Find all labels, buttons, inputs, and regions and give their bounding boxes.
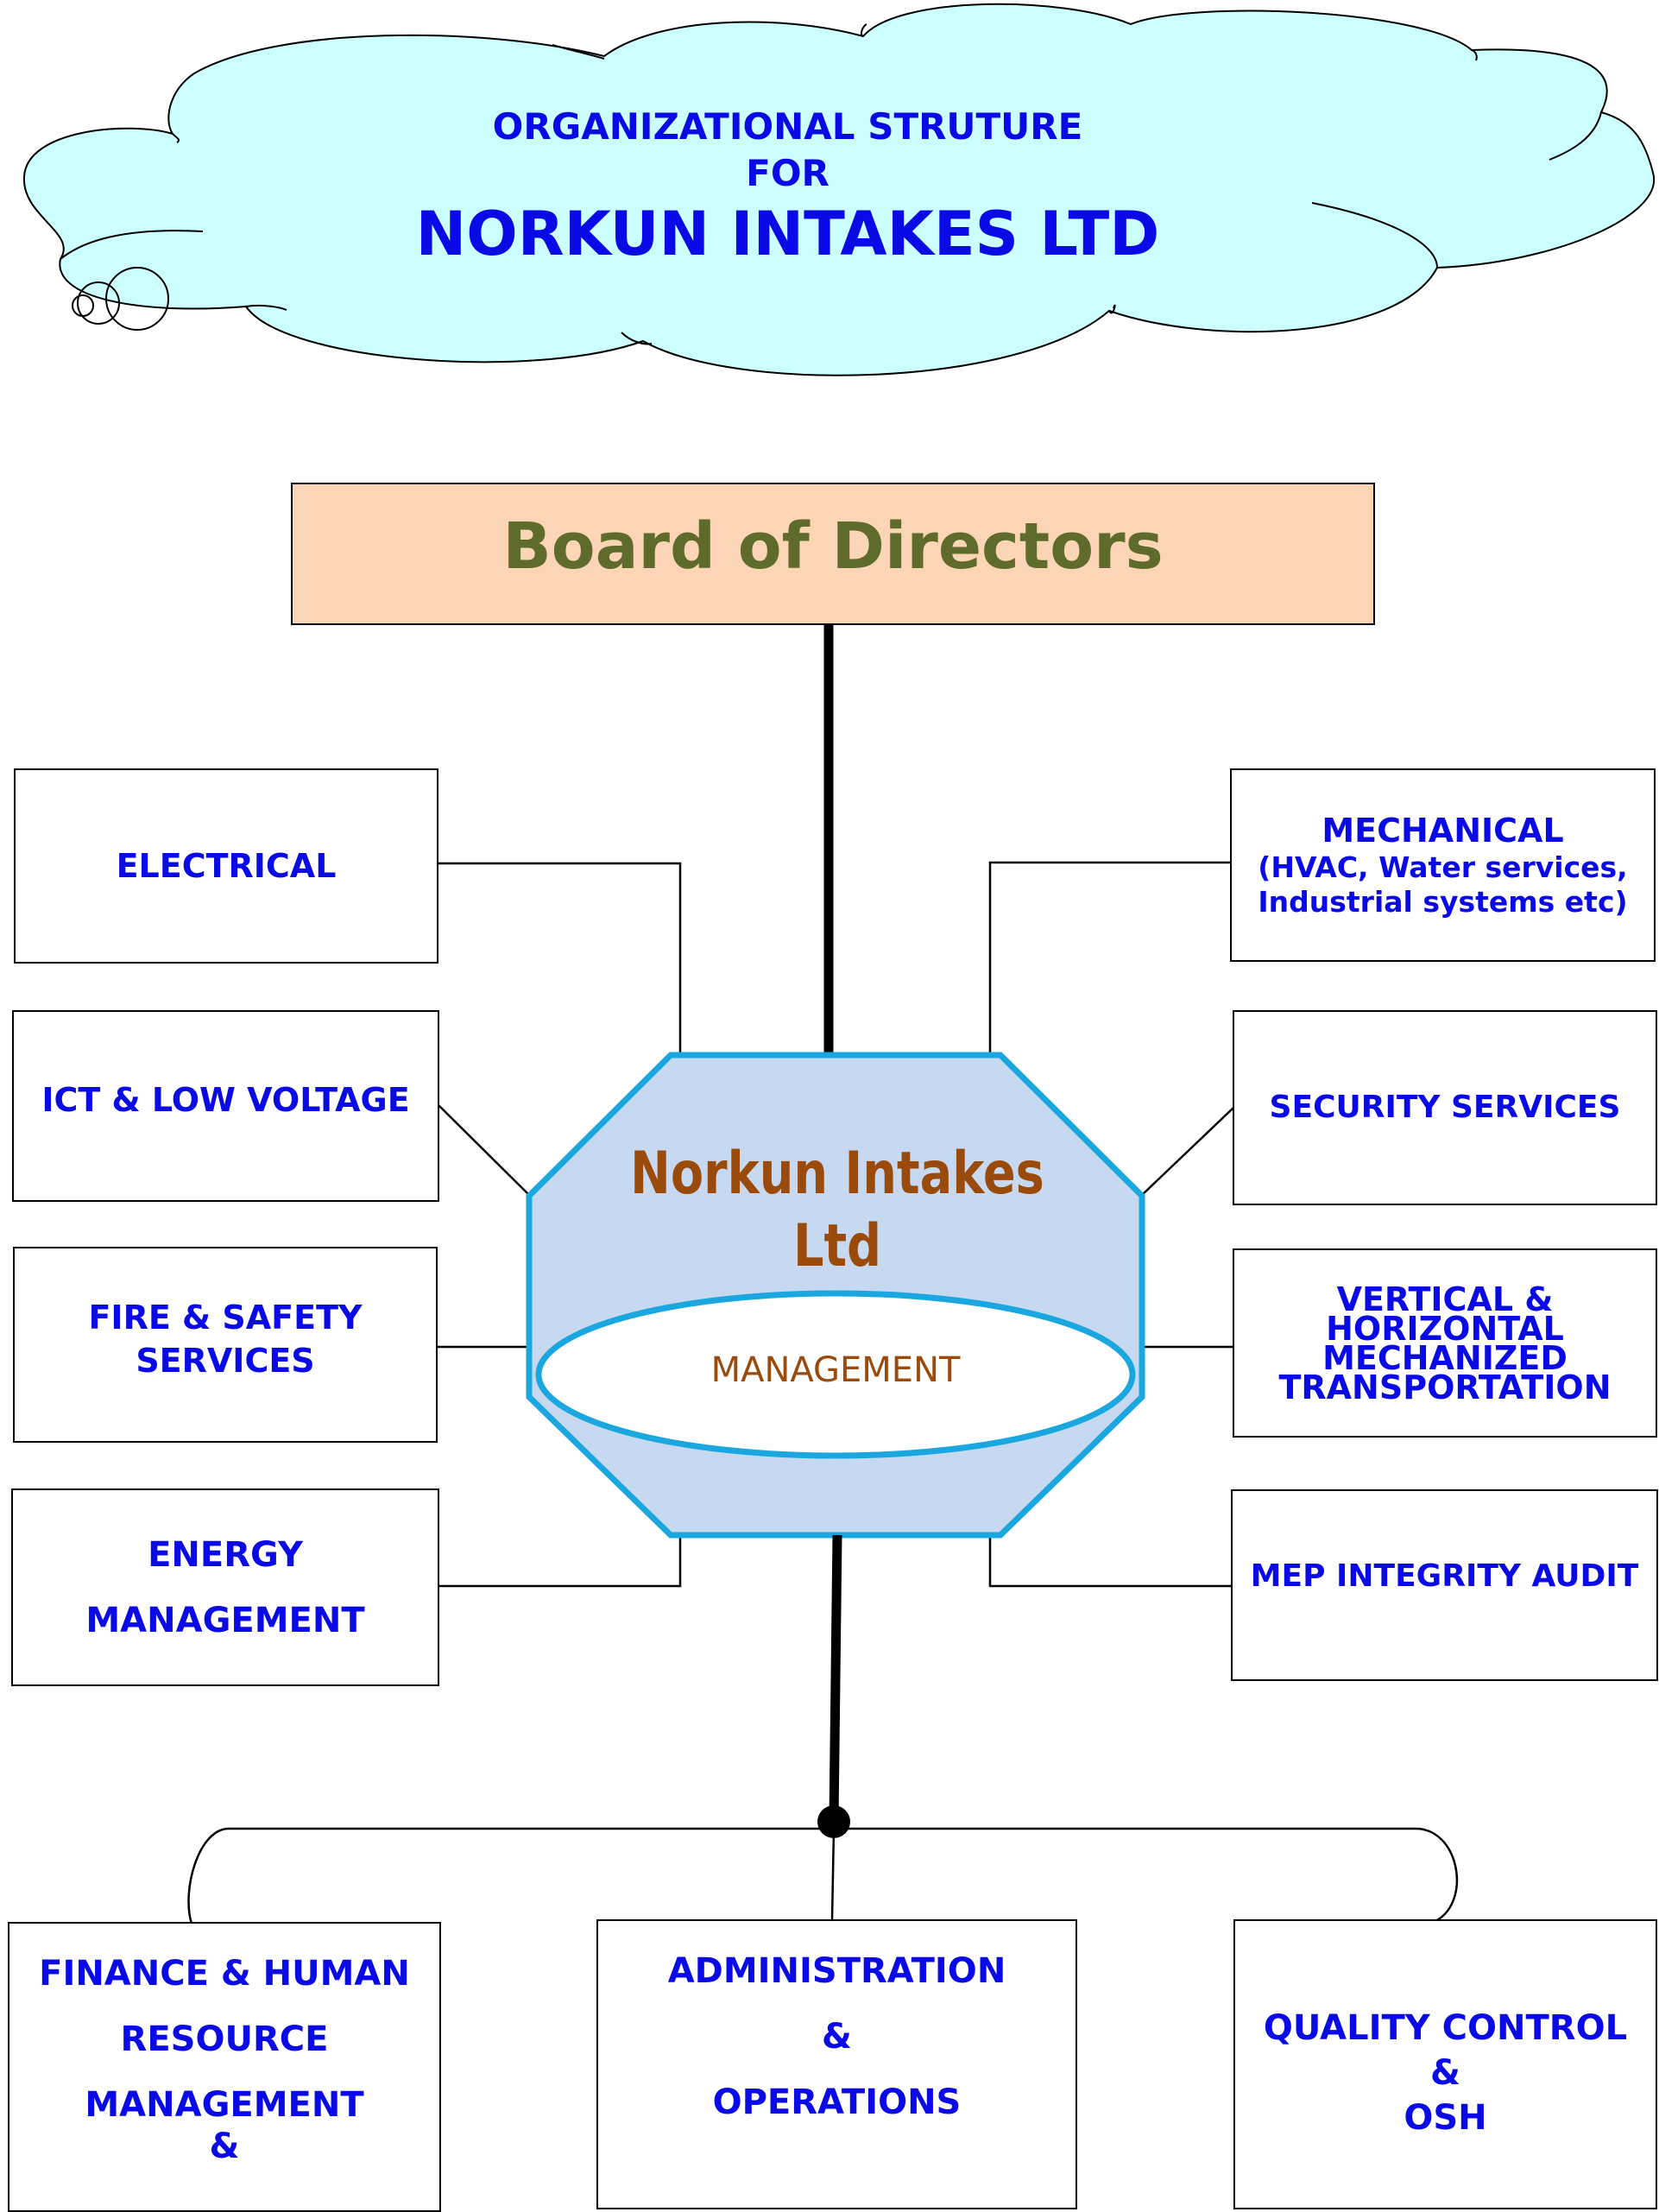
management-down-connector bbox=[829, 1534, 842, 1821]
ict-label: ICT & LOW VOLTAGE bbox=[41, 1081, 410, 1119]
security-services-box: SECURITY SERVICES bbox=[1233, 1010, 1657, 1205]
mep-audit-box: MEP INTEGRITY AUDIT bbox=[1231, 1489, 1658, 1681]
fire-label-line-2: SERVICES bbox=[136, 1341, 315, 1380]
management-oval bbox=[535, 1290, 1136, 1459]
energy-management-box: ENERGY MANAGEMENT bbox=[11, 1488, 439, 1686]
administration-operations-box: ADMINISTRATION & OPERATIONS bbox=[596, 1919, 1077, 2209]
title-line-2: FOR bbox=[746, 152, 830, 194]
energy-connector bbox=[439, 1535, 682, 1588]
fire-safety-box: FIRE & SAFETY SERVICES bbox=[13, 1247, 438, 1443]
finance-label-line-4: & bbox=[209, 2127, 240, 2166]
finance-hr-box: FINANCE & HUMAN RESOURCE MANAGEMENT & bbox=[8, 1922, 441, 2212]
mechanical-box: MECHANICAL (HVAC, Water services, Indust… bbox=[1230, 768, 1656, 962]
chart-title: ORGANIZATIONAL STRUTURE FOR NORKUN INTAK… bbox=[259, 104, 1316, 271]
cloud-shape bbox=[22, 3, 1656, 376]
quality-label-line-2: & bbox=[1430, 2053, 1460, 2093]
quality-control-box: QUALITY CONTROL & OSH bbox=[1233, 1919, 1657, 2209]
admin-label-line-3: OPERATIONS bbox=[712, 2082, 962, 2122]
finance-label-line-3: MANAGEMENT bbox=[85, 2085, 364, 2125]
quality-label-line-3: OSH bbox=[1404, 2098, 1487, 2138]
admin-connector bbox=[830, 1828, 836, 1921]
transportation-box: VERTICAL & HORIZONTAL MECHANIZED TRANSPO… bbox=[1233, 1248, 1657, 1438]
energy-label-line-1: ENERGY bbox=[148, 1534, 303, 1575]
mep-label: MEP INTEGRITY AUDIT bbox=[1250, 1558, 1639, 1594]
junction-dot bbox=[817, 1805, 850, 1838]
transport-label-line-1: VERTICAL & bbox=[1336, 1280, 1554, 1318]
ict-connector bbox=[438, 1104, 531, 1197]
mechanical-connector bbox=[988, 861, 1231, 1055]
board-label: Board of Directors bbox=[502, 509, 1164, 584]
quality-label-line-1: QUALITY CONTROL bbox=[1263, 2008, 1628, 2048]
mechanical-label-line-3: Industrial systems etc) bbox=[1258, 885, 1628, 919]
management-label: MANAGEMENT bbox=[710, 1350, 961, 1390]
electrical-box: ELECTRICAL bbox=[14, 768, 438, 964]
mep-connector bbox=[988, 1535, 1231, 1588]
company-name-line-2: Ltd bbox=[792, 1212, 882, 1280]
finance-label-line-2: RESOURCE bbox=[120, 2019, 329, 2059]
company-name-line-1: Norkun Intakes bbox=[630, 1140, 1044, 1208]
title-line-1: ORGANIZATIONAL STRUTURE bbox=[492, 105, 1083, 148]
energy-label-line-2: MANAGEMENT bbox=[85, 1600, 365, 1640]
admin-label-line-2: & bbox=[822, 2017, 852, 2057]
company-name: Norkun Intakes Ltd bbox=[603, 1138, 1070, 1283]
finance-label-line-1: FINANCE & HUMAN bbox=[39, 1954, 410, 1994]
electrical-connector bbox=[438, 862, 682, 1055]
electrical-label: ELECTRICAL bbox=[116, 847, 337, 885]
board-of-directors-box: Board of Directors bbox=[291, 483, 1375, 625]
fire-label-line-1: FIRE & SAFETY bbox=[88, 1298, 363, 1337]
transport-label-line-2: HORIZONTAL bbox=[1326, 1309, 1564, 1348]
title-line-3: NORKUN INTAKES LTD bbox=[415, 199, 1160, 269]
security-connector bbox=[1140, 1107, 1234, 1197]
mechanical-label-line-1: MECHANICAL bbox=[1322, 812, 1564, 850]
transport-label-line-3: MECHANIZED bbox=[1322, 1338, 1568, 1377]
security-label: SECURITY SERVICES bbox=[1269, 1090, 1621, 1125]
admin-label-line-1: ADMINISTRATION bbox=[667, 1951, 1006, 1991]
ict-low-voltage-box: ICT & LOW VOLTAGE bbox=[12, 1010, 439, 1202]
bottom-bus-connector bbox=[187, 1827, 1458, 1924]
mechanical-label-line-2: (HVAC, Water services, bbox=[1258, 850, 1628, 884]
transport-label-line-4: TRANSPORTATION bbox=[1278, 1368, 1612, 1406]
